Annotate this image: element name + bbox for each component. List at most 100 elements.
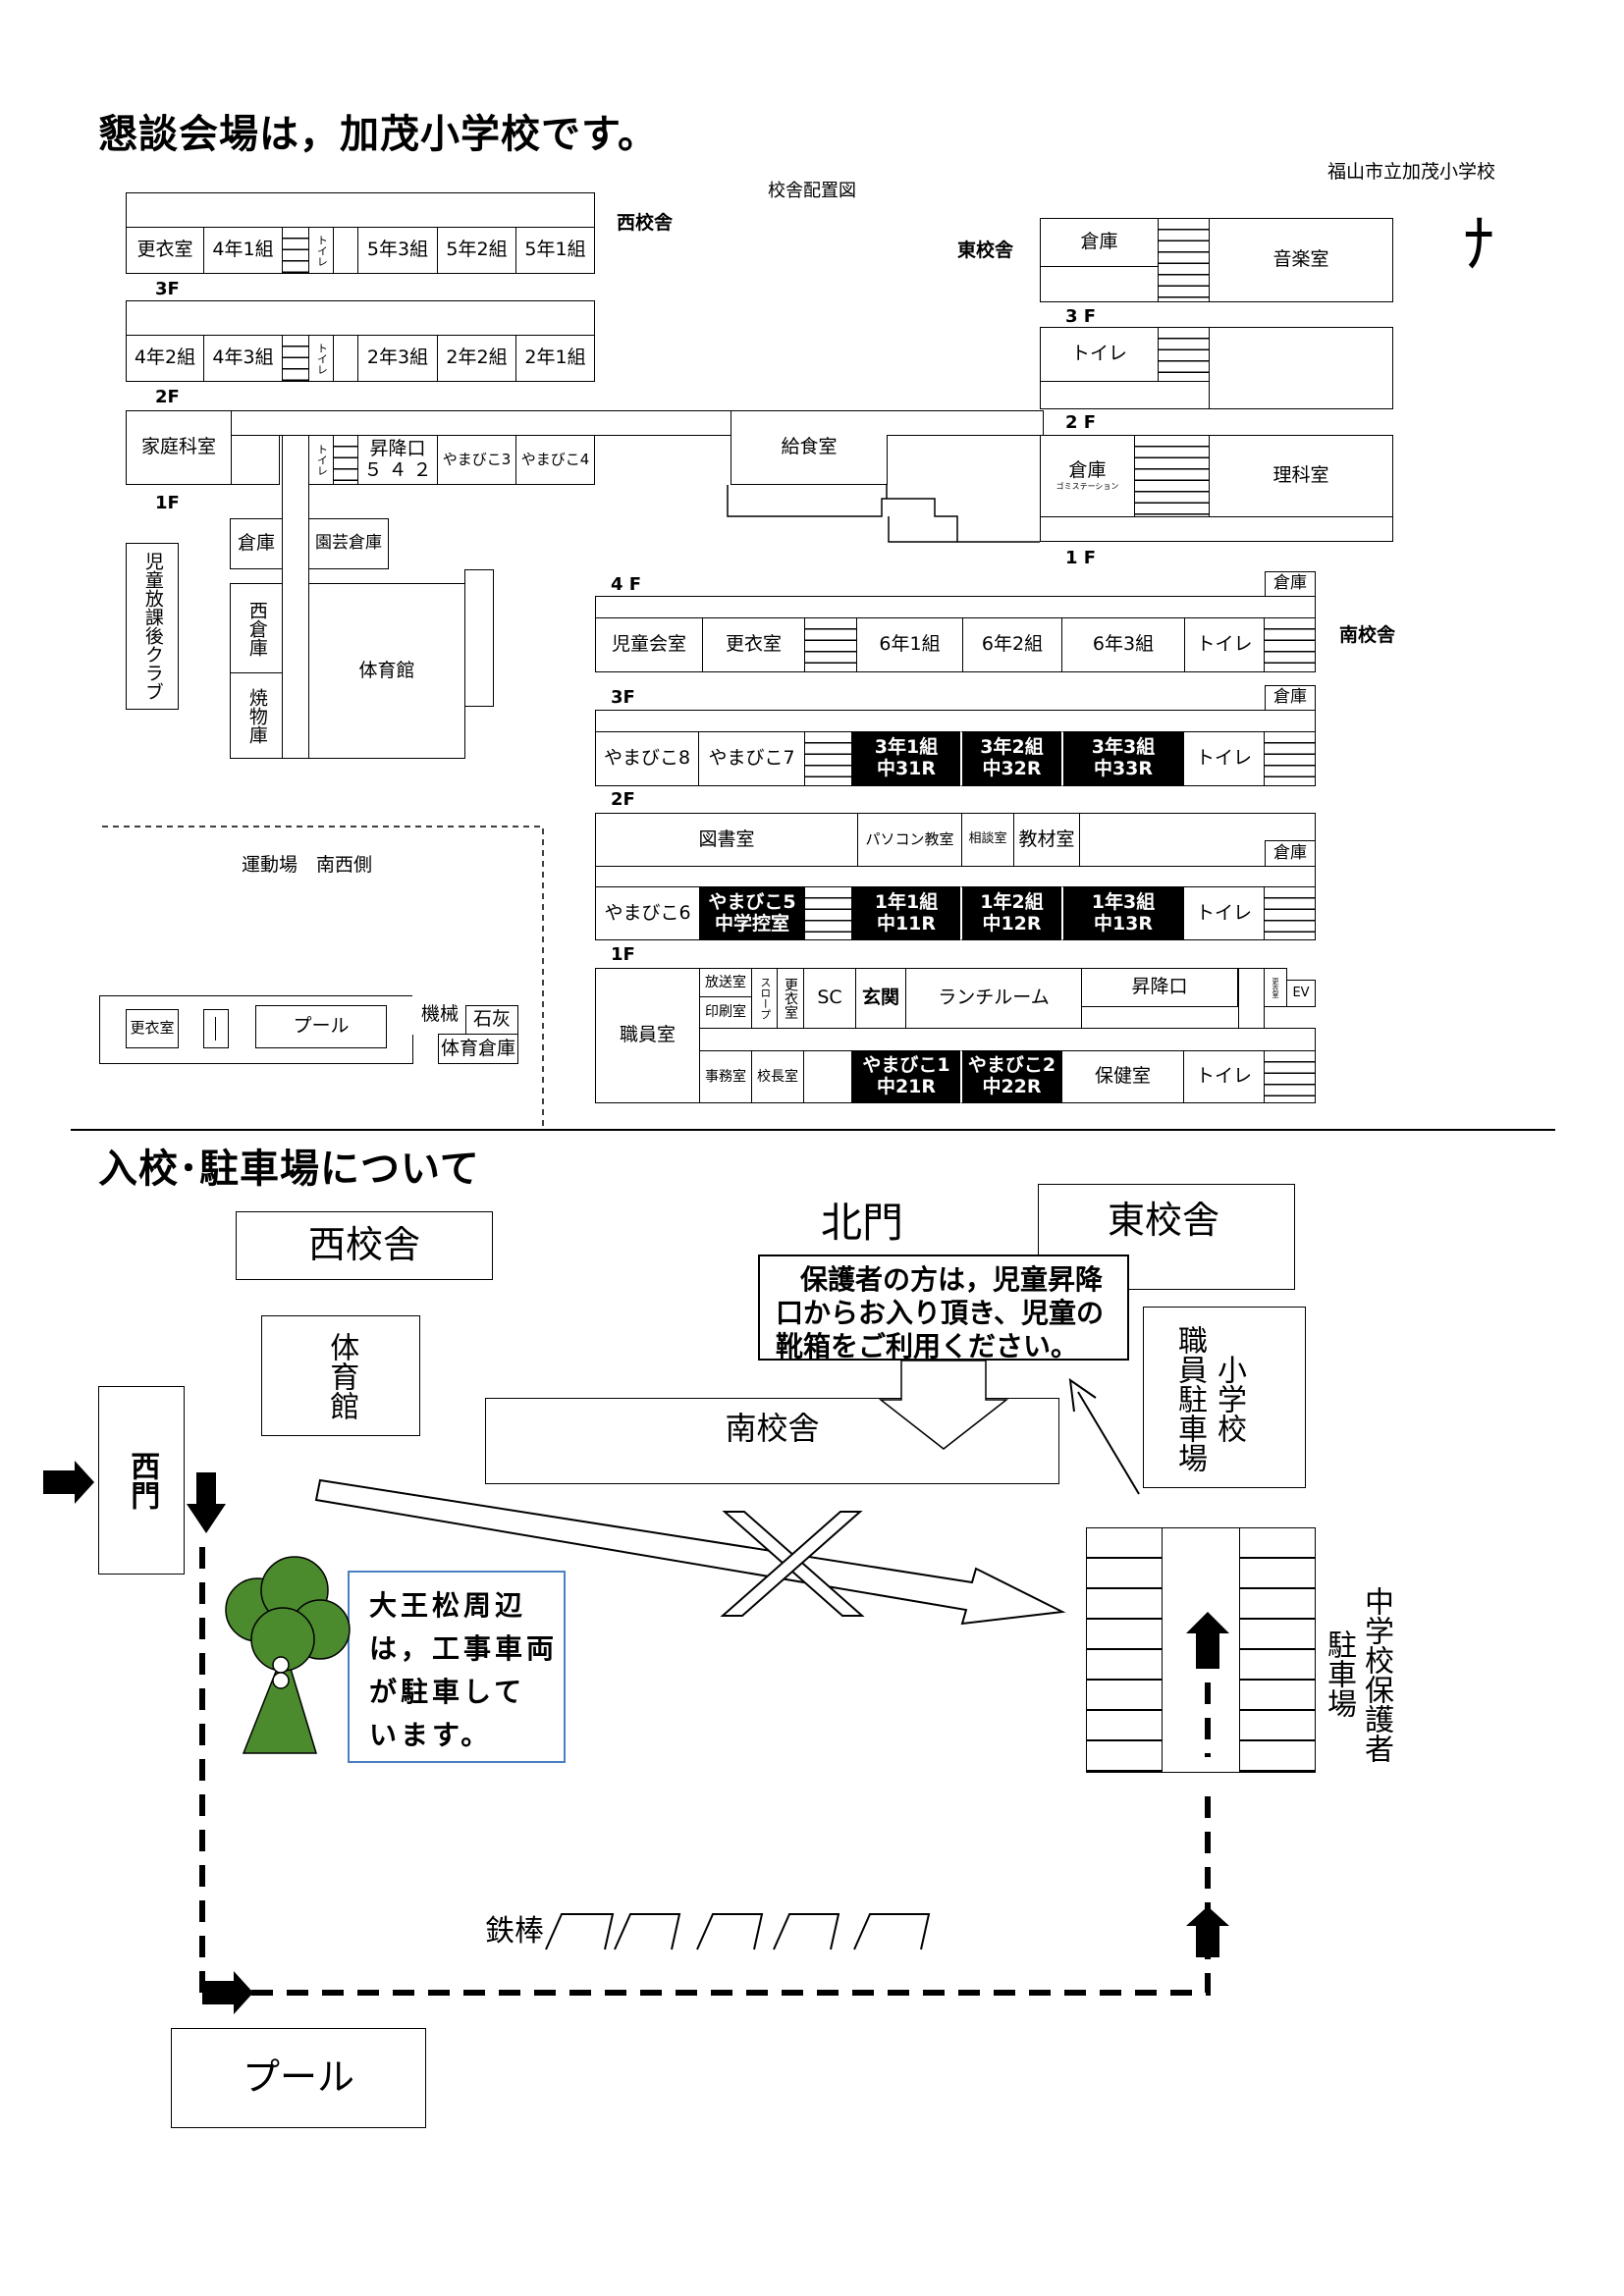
meeting-room-code: 中22R: [982, 1076, 1042, 1097]
stairs: [1264, 886, 1316, 940]
staff-parking-label: 職員駐車場: [1172, 1325, 1207, 1472]
floor-label: 1 F: [1065, 548, 1097, 568]
room: 機械: [412, 995, 467, 1035]
north-gate-label: 北門: [821, 1199, 904, 1247]
gym: 体育館: [308, 583, 465, 759]
floor-label: 4 F: [611, 574, 642, 595]
page-title: 懇談会場は，加茂小学校です。: [98, 112, 658, 157]
pine-line: います。: [369, 1719, 493, 1751]
room: 5年1組: [515, 227, 595, 274]
map-title: 校舎配置図: [768, 181, 856, 201]
elem-school-label: 小学校: [1212, 1355, 1246, 1443]
room: 2年1組: [515, 335, 595, 382]
meeting-room-name: 1年1組: [874, 890, 939, 913]
meeting-room-code: 中11R: [876, 912, 937, 934]
bar-label: 鉄棒: [485, 1914, 544, 1949]
room: 倉庫: [230, 518, 283, 569]
stair-entrance-num: ５ ４ ２: [363, 458, 432, 481]
room: 児童放課後クラブ: [126, 543, 179, 710]
floor-label: 2F: [155, 387, 180, 407]
room: 焼物庫: [230, 672, 283, 759]
meeting-room-code: 中33R: [1093, 758, 1154, 779]
note-line: 口からお入り頂き、児童の: [776, 1297, 1105, 1329]
west-gate: 西門: [98, 1386, 185, 1575]
room: 5年3組: [357, 227, 438, 274]
room: 給食室: [731, 410, 888, 485]
south-1f-blank: [803, 1050, 852, 1103]
floor-label: 3F: [155, 279, 180, 299]
east-2f-room: [1209, 327, 1393, 409]
room: 更衣室: [126, 227, 204, 274]
parking-spaces-right: [1239, 1527, 1316, 1773]
pool: プール: [255, 1005, 387, 1048]
room: トイレ: [1183, 1050, 1265, 1103]
room: 倉庫: [1040, 218, 1159, 267]
room: やまびこ4: [515, 435, 595, 485]
room: 教材室: [1013, 813, 1080, 867]
floor-label: 2 F: [1065, 412, 1097, 433]
pine-line: は，工事車両: [369, 1632, 559, 1665]
room: 2年2組: [437, 335, 516, 382]
room: 2年3組: [357, 335, 438, 382]
meeting-room-code: 中31R: [876, 758, 937, 779]
arrow-down-icon: [187, 1472, 226, 1533]
meeting-room-name: 3年2組: [980, 736, 1044, 759]
east-building-label: 東校舎: [1108, 1199, 1220, 1242]
meeting-room: 3年3組 中33R: [1061, 731, 1184, 786]
meeting-room-name: やまびこ2: [967, 1054, 1056, 1077]
east-building-label: 東校舎: [957, 240, 1014, 261]
pine-notice: [348, 1571, 566, 1763]
room: 理科室: [1209, 435, 1393, 517]
section-divider: [71, 1129, 1555, 1131]
school-name: 福山市立加茂小学校: [1327, 161, 1496, 183]
no-entry-x-icon: [720, 1511, 865, 1617]
pool-divider: [203, 1009, 229, 1048]
room: 昇降口: [1081, 968, 1238, 1007]
west-building-label: 西校舎: [617, 212, 674, 234]
room: 更衣室: [126, 1009, 179, 1048]
room: トイレ: [1183, 886, 1265, 940]
staff-parking-box: [1143, 1307, 1306, 1488]
room: トイレ: [308, 435, 334, 485]
room: 6年3組: [1061, 617, 1185, 672]
room: 倉庫: [1265, 571, 1316, 597]
parking-label-b: 駐車場: [1322, 1629, 1356, 1718]
gym-box: 体育館: [261, 1315, 420, 1436]
pool-box: プール: [171, 2028, 426, 2128]
floor-label: 2F: [611, 789, 635, 810]
stairs: [282, 227, 309, 274]
pool-divider-line: [215, 1017, 216, 1041]
room: やまびこ6: [595, 886, 700, 940]
room: 園芸倉庫: [308, 518, 389, 569]
meeting-room-code: 中学控室: [714, 912, 789, 934]
south-building-label: 南校舎: [1339, 624, 1396, 646]
room: トイレ: [1183, 731, 1265, 786]
meeting-room: 3年1組 中31R: [851, 731, 961, 786]
stairs: [804, 617, 857, 672]
pine-line: 大王松周辺: [369, 1589, 527, 1622]
section2-title: 入校･駐車場について: [98, 1147, 480, 1192]
stairs: [1264, 731, 1316, 786]
meeting-room-name: やまびこ1: [862, 1054, 950, 1077]
arrow-right-icon: [202, 1971, 253, 2014]
arrow-up-left-icon: [1068, 1377, 1097, 1413]
room: 家庭科室: [126, 410, 232, 485]
meeting-room-code: 中32R: [982, 758, 1042, 779]
south-1f-corridor: [699, 1028, 1316, 1051]
stairs: [804, 886, 852, 940]
playground-label: 運動場 南西側: [242, 854, 373, 876]
connector-corridor: [887, 410, 1044, 436]
meeting-room: 1年1組 中11R: [851, 886, 961, 940]
stairs: [1264, 1050, 1316, 1103]
parking-spaces-left: [1086, 1527, 1163, 1773]
meeting-room: やまびこ2 中22R: [960, 1050, 1062, 1103]
room: 西倉庫: [230, 583, 283, 673]
room: 校長室: [751, 1050, 804, 1103]
meeting-room: やまびこ1 中21R: [851, 1050, 961, 1103]
west-3f-blank: [333, 227, 358, 274]
room: 4年3組: [203, 335, 283, 382]
room: 5年2組: [437, 227, 516, 274]
floor-label: 1F: [155, 493, 180, 513]
connector-corridor: [594, 410, 731, 436]
